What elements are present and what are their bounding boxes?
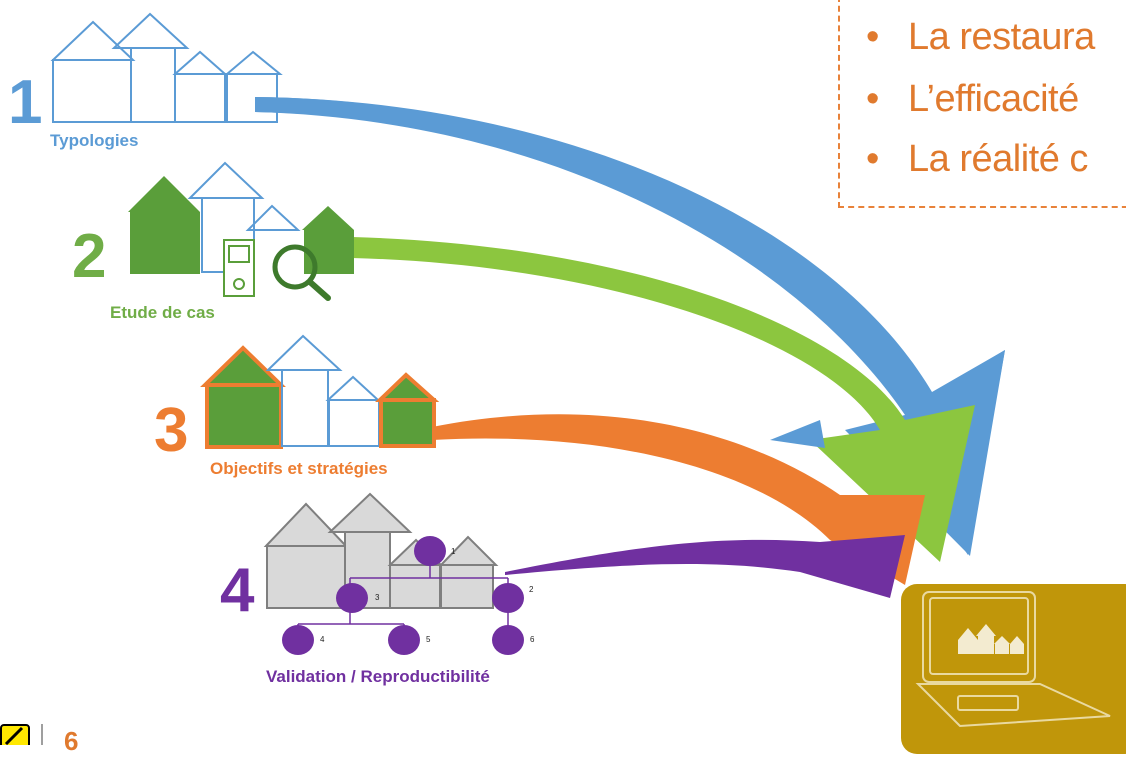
tree-node	[492, 625, 524, 655]
laptop-icon	[915, 591, 1111, 728]
bullet-item: •La réalité c	[866, 138, 1088, 180]
step-label: Objectifs et stratégies	[210, 459, 388, 478]
arrow-orange	[432, 414, 925, 585]
validation-tree-nodes	[282, 536, 524, 655]
houses-validation	[263, 492, 499, 609]
tree-node	[336, 583, 368, 613]
bullet-item: •L’efficacité	[866, 78, 1079, 120]
tree-node	[414, 536, 446, 566]
arrow-blue-fragment	[770, 420, 825, 448]
tree-node	[282, 625, 314, 655]
step-label: Typologies	[50, 131, 139, 150]
step-number: 4	[220, 556, 255, 625]
step-number: 3	[154, 396, 189, 465]
step-label: Etude de cas	[110, 303, 215, 322]
tree-node-label: 3	[375, 593, 380, 602]
houses-objectives	[200, 334, 440, 449]
logo-icon	[0, 724, 43, 745]
step-number: 1	[8, 68, 43, 137]
tree-node	[492, 583, 524, 613]
houses-case-study	[128, 161, 354, 301]
bullet-box: •La restaura •L’efficacité •La réalité c	[838, 0, 1126, 208]
step-number: 2	[72, 222, 107, 291]
page-number: 6	[64, 726, 79, 756]
laptop-screen-houses	[958, 624, 1024, 654]
tree-node-label: 6	[530, 635, 535, 644]
tree-node-label: 5	[426, 635, 431, 644]
bullet-item: •La restaura	[866, 16, 1095, 58]
step-label: Validation / Reproductibilité	[266, 667, 490, 686]
tree-node-label: 1	[451, 547, 456, 556]
validation-tree-labels: 1 2 3 4 5 6	[320, 547, 535, 644]
tree-node	[388, 625, 420, 655]
tree-node-label: 4	[320, 635, 325, 644]
tree-node-label: 2	[529, 585, 534, 594]
houses-typologies	[50, 12, 283, 123]
arrow-purple	[505, 535, 905, 598]
